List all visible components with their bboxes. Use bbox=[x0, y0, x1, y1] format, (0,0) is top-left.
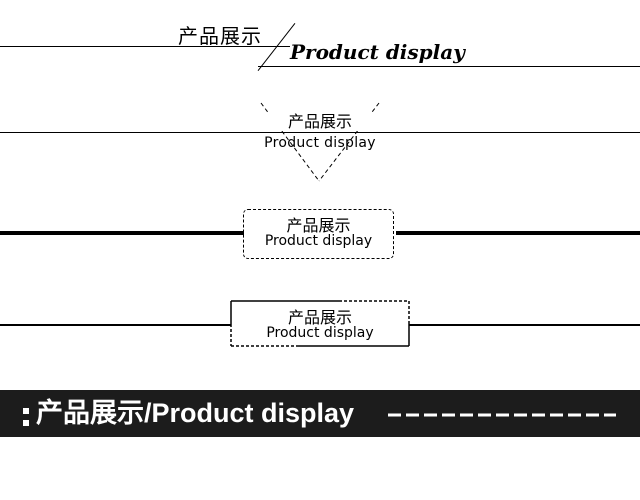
style4-title-en: Product display bbox=[266, 325, 374, 341]
style5-colon-marker-icon bbox=[23, 408, 29, 426]
style3-right-rule bbox=[396, 231, 640, 235]
style1-title-cn: 产品展示 bbox=[178, 24, 262, 48]
style5-title: 产品展示/Product display bbox=[36, 398, 355, 428]
style4-left-rule bbox=[0, 324, 231, 326]
style3-title-cn: 产品展示 bbox=[286, 216, 351, 235]
style5-dash-trail bbox=[388, 413, 616, 417]
style1-title-en: Product display bbox=[290, 40, 465, 64]
style4-title-cn: 产品展示 bbox=[287, 308, 352, 327]
style2-rule bbox=[0, 132, 640, 133]
style3-left-rule bbox=[0, 231, 244, 235]
style1-right-rule bbox=[258, 66, 640, 67]
style1-left-rule bbox=[0, 46, 290, 47]
style3-dashed-box bbox=[243, 209, 394, 259]
style4-right-rule bbox=[409, 324, 640, 326]
style3-title-en: Product display bbox=[264, 233, 373, 249]
style4-frame bbox=[230, 300, 410, 347]
style2-title-en: Product display bbox=[264, 135, 376, 151]
style2-title-cn: 产品展示 bbox=[260, 113, 380, 131]
